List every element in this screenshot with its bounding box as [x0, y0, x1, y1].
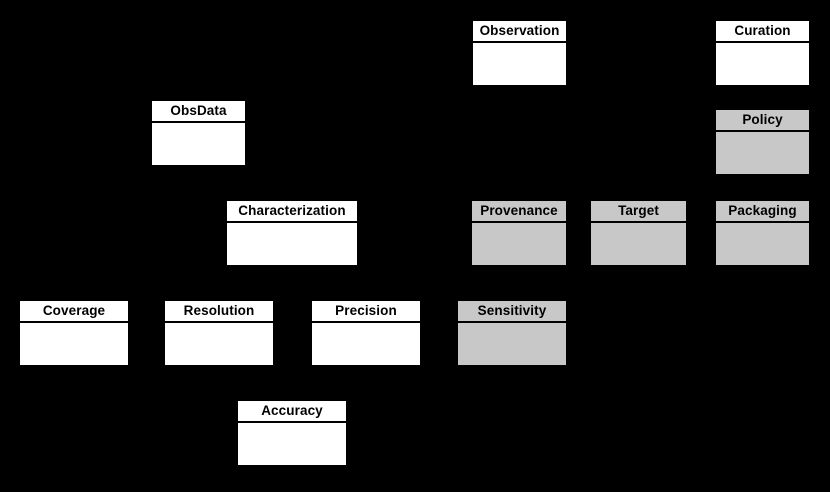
uml-class-obsdata[interactable]: ObsData [150, 99, 247, 167]
uml-class-attributes-sensitivity [458, 323, 566, 365]
uml-class-attributes-packaging [716, 223, 809, 265]
uml-class-attributes-characterization [227, 223, 357, 265]
uml-class-name-coverage: Coverage [20, 301, 128, 323]
uml-class-name-characterization: Characterization [227, 201, 357, 223]
uml-class-attributes-accuracy [238, 423, 346, 465]
uml-class-target[interactable]: Target [589, 199, 688, 267]
uml-class-name-target: Target [591, 201, 686, 223]
uml-class-attributes-policy [716, 132, 809, 174]
uml-class-attributes-resolution [165, 323, 273, 365]
uml-class-precision[interactable]: Precision [310, 299, 422, 367]
uml-class-curation[interactable]: Curation [714, 19, 811, 87]
uml-class-policy[interactable]: Policy [714, 108, 811, 176]
uml-class-attributes-obsdata [152, 123, 245, 165]
uml-class-coverage[interactable]: Coverage [18, 299, 130, 367]
uml-class-characterization[interactable]: Characterization [225, 199, 359, 267]
uml-class-name-accuracy: Accuracy [238, 401, 346, 423]
uml-class-attributes-curation [716, 43, 809, 85]
uml-class-name-curation: Curation [716, 21, 809, 43]
uml-class-name-observation: Observation [473, 21, 566, 43]
uml-class-name-sensitivity: Sensitivity [458, 301, 566, 323]
uml-class-attributes-coverage [20, 323, 128, 365]
uml-class-name-precision: Precision [312, 301, 420, 323]
uml-class-name-provenance: Provenance [472, 201, 566, 223]
uml-class-attributes-provenance [472, 223, 566, 265]
uml-class-name-resolution: Resolution [165, 301, 273, 323]
uml-class-provenance[interactable]: Provenance [470, 199, 568, 267]
uml-class-name-packaging: Packaging [716, 201, 809, 223]
uml-class-resolution[interactable]: Resolution [163, 299, 275, 367]
uml-class-packaging[interactable]: Packaging [714, 199, 811, 267]
uml-class-attributes-observation [473, 43, 566, 85]
uml-class-attributes-target [591, 223, 686, 265]
uml-class-sensitivity[interactable]: Sensitivity [456, 299, 568, 367]
uml-class-name-policy: Policy [716, 110, 809, 132]
uml-class-observation[interactable]: Observation [471, 19, 568, 87]
uml-class-accuracy[interactable]: Accuracy [236, 399, 348, 467]
uml-class-attributes-precision [312, 323, 420, 365]
uml-class-name-obsdata: ObsData [152, 101, 245, 123]
